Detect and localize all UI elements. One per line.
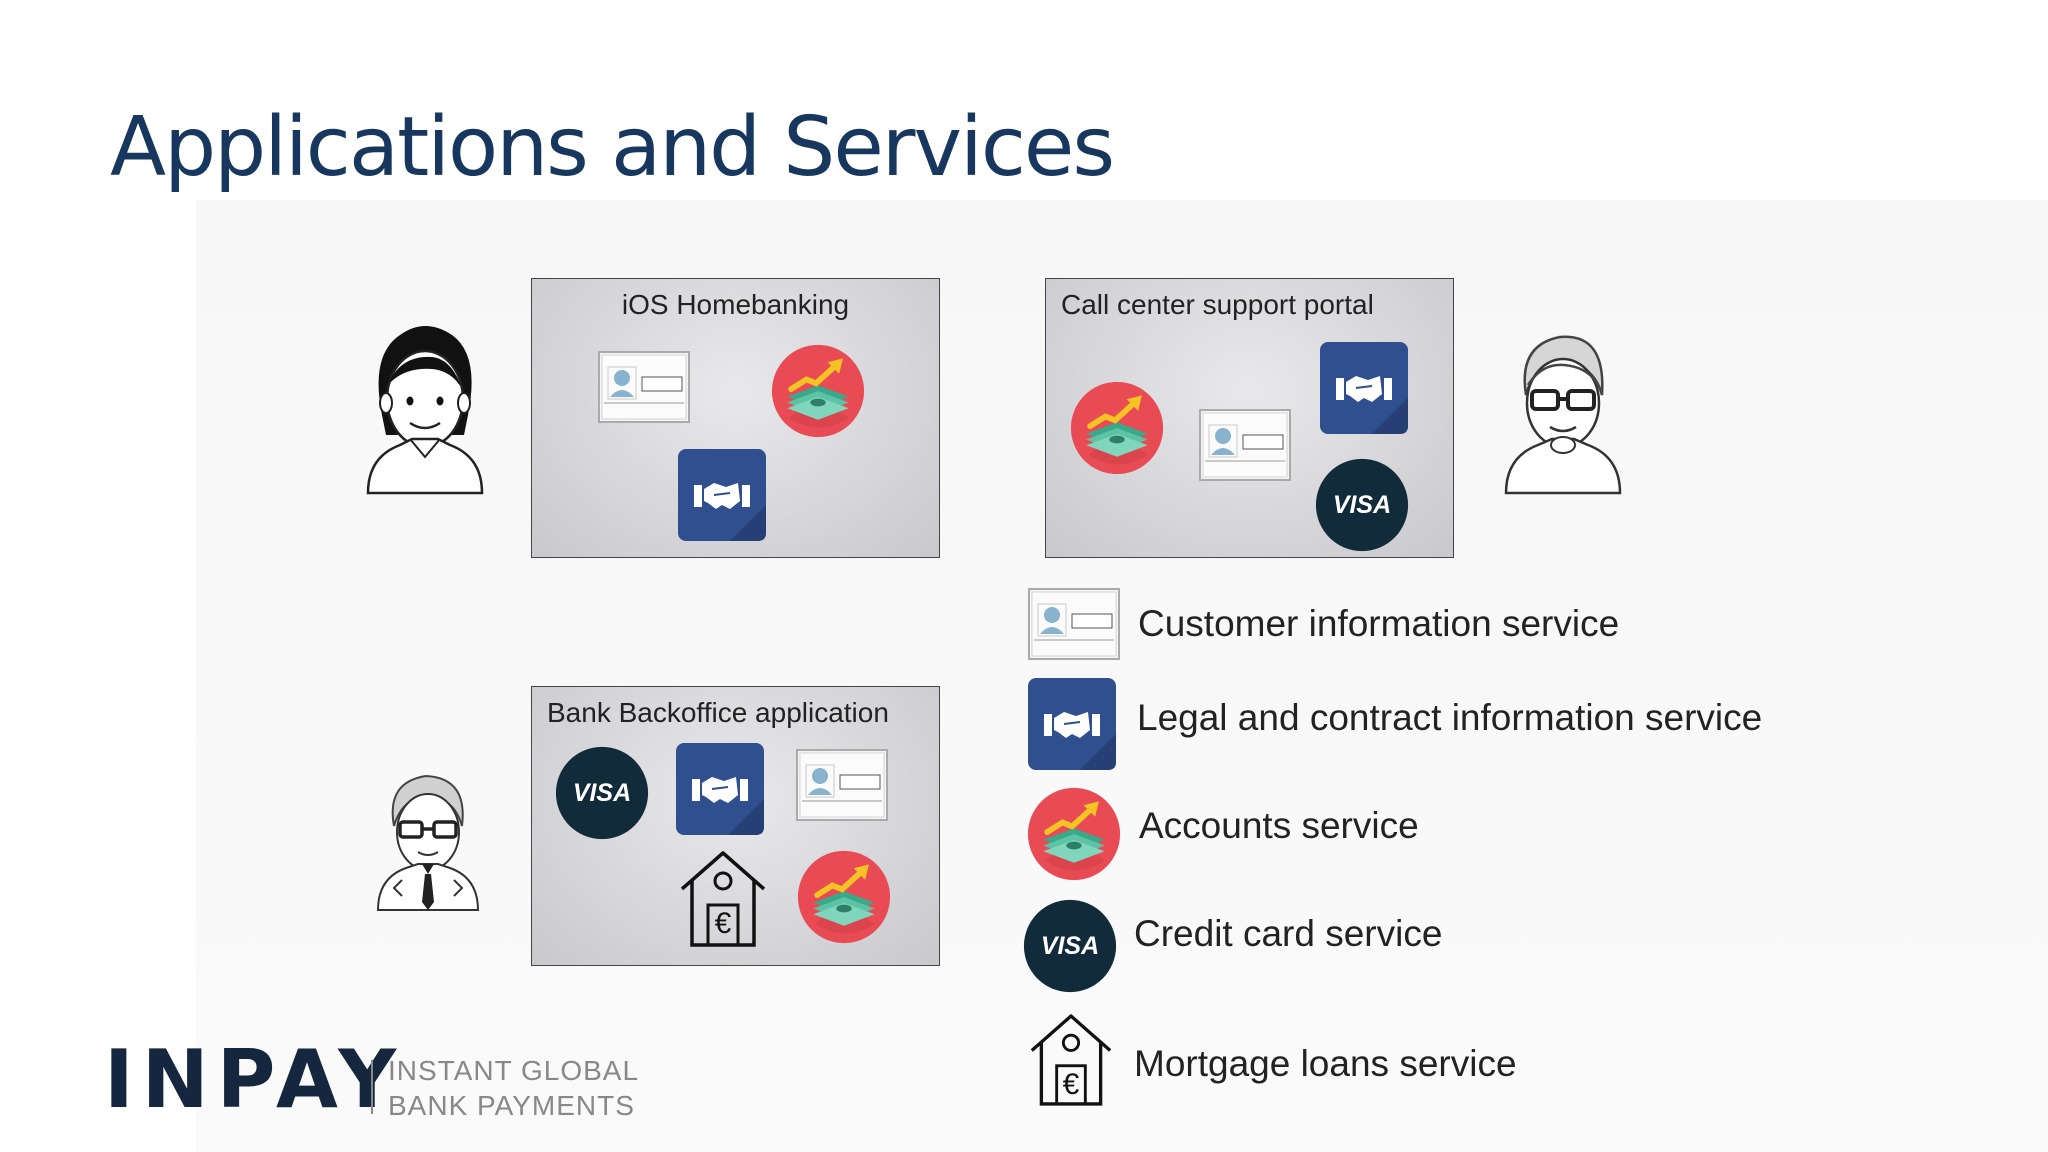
credit-card-icon: VISA: [1022, 898, 1118, 994]
call-center-portal-app: Call center support portal VISA: [1045, 278, 1454, 558]
customer-information-icon: [598, 351, 690, 423]
customer-information-icon: [1199, 409, 1291, 481]
credit-card-icon: VISA: [1314, 457, 1410, 553]
ios-homebanking-app: iOS Homebanking: [531, 278, 940, 558]
euro-sign: €: [714, 907, 732, 940]
bank-backoffice-app: Bank Backoffice application VISA €: [531, 686, 940, 966]
logo-divider: [371, 1060, 373, 1114]
app-title: Call center support portal: [1061, 289, 1374, 320]
accounts-icon: [1069, 380, 1165, 476]
legal-contract-icon: [1028, 678, 1116, 770]
customer-information-icon: [1028, 588, 1120, 660]
mortgage-house-icon: €: [678, 849, 768, 949]
call-center-agent-icon: [1504, 335, 1622, 495]
visa-text: VISA: [572, 779, 632, 807]
accounts-icon: [770, 343, 866, 439]
legend-customer-label: Customer information service: [1138, 603, 1620, 644]
bank-employee-icon: [376, 774, 480, 911]
app-title: Bank Backoffice application: [547, 697, 889, 728]
legend-mortgage-label: Mortgage loans service: [1134, 1043, 1517, 1084]
legal-contract-icon: [678, 449, 766, 541]
app-title: iOS Homebanking: [621, 289, 850, 320]
credit-card-icon: VISA: [554, 745, 650, 841]
accounts-icon: [1026, 786, 1122, 882]
logo-tagline-2: BANK PAYMENTS: [388, 1090, 635, 1121]
slide-title: Applications and Services: [110, 100, 1115, 195]
euro-sign: €: [1062, 1068, 1080, 1101]
legal-contract-icon: [676, 743, 764, 835]
logo-wordmark: INPAY: [104, 1033, 405, 1126]
mortgage-house-icon: €: [1028, 1010, 1114, 1110]
customer-information-icon: [796, 749, 888, 821]
visa-text: VISA: [1332, 491, 1392, 519]
legal-contract-icon: [1320, 342, 1408, 434]
female-customer-icon: [366, 326, 484, 495]
visa-text: VISA: [1040, 932, 1100, 960]
legend-legal-label: Legal and contract information service: [1137, 697, 1763, 738]
logo-tagline-1: INSTANT GLOBAL: [388, 1055, 640, 1086]
legend-accounts-label: Accounts service: [1139, 805, 1419, 846]
accounts-icon: [796, 849, 892, 945]
legend-credit-label: Credit card service: [1134, 913, 1443, 954]
